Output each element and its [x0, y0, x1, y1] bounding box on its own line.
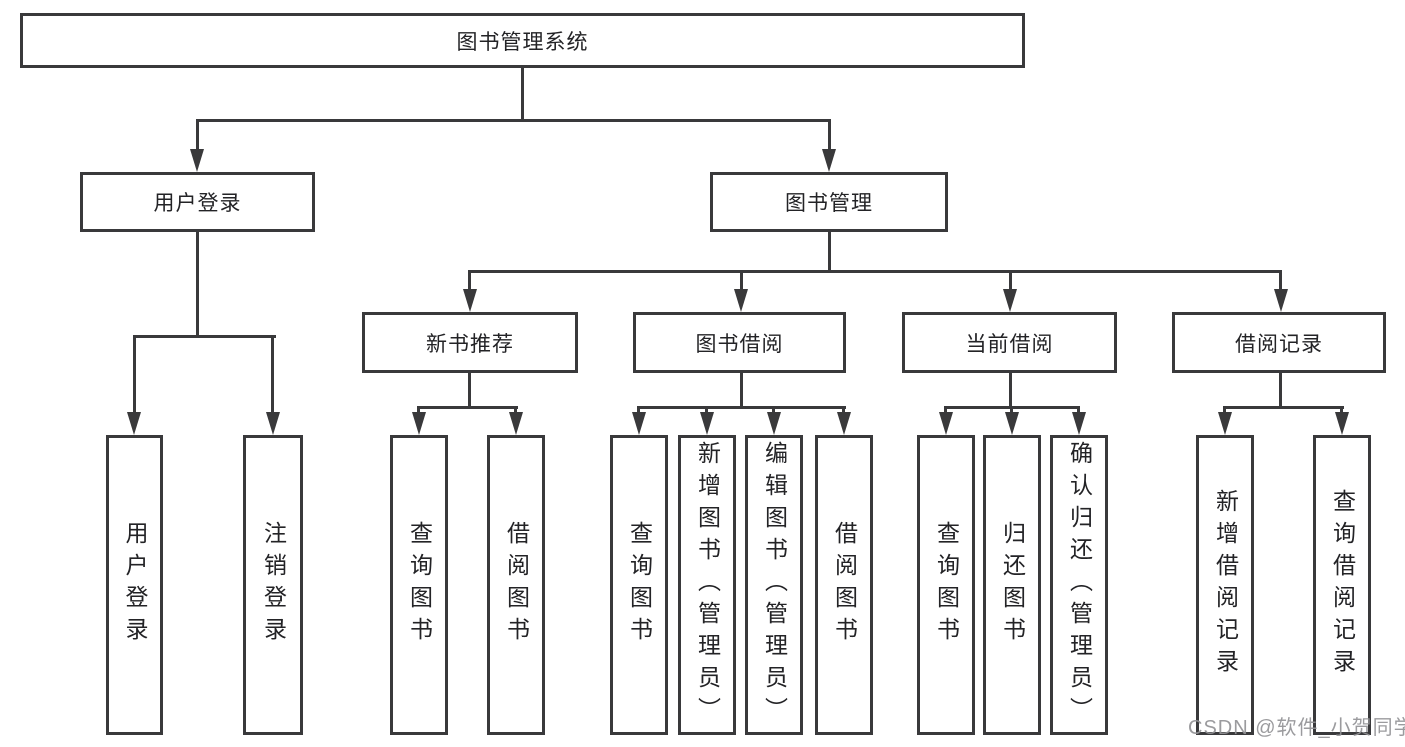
node-label: 图书借阅 [695, 332, 784, 356]
arrow-down-icon [837, 412, 851, 435]
connector-vline [514, 406, 517, 415]
connector-vline [133, 335, 136, 415]
connector-vline [196, 119, 199, 154]
connector-hline [637, 406, 846, 409]
connector-vline [1223, 406, 1226, 415]
connector-vline [772, 406, 775, 415]
node-label: 借阅记录 [1235, 332, 1323, 356]
arrow-down-icon [1274, 289, 1288, 312]
arrow-down-icon [1335, 412, 1349, 435]
connector-vline [468, 371, 471, 409]
node-current-borrowing: 当前借阅 [902, 312, 1117, 373]
leaf-query-books-recommend: 查询图书 [390, 435, 448, 735]
arrow-down-icon [939, 412, 953, 435]
node-new-book-recommendation: 新书推荐 [362, 312, 578, 373]
connector-vline [1279, 270, 1282, 292]
connector-vline [1009, 371, 1012, 409]
node-label: 新书推荐 [426, 332, 514, 356]
leaf-label: 注销登录 [260, 521, 287, 649]
leaf-query-books-current: 查询图书 [917, 435, 975, 735]
leaf-label: 编辑图书（管理员） [761, 441, 788, 729]
leaf-borrow-books-borrowing: 借阅图书 [815, 435, 873, 735]
arrow-down-icon [632, 412, 646, 435]
connector-vline [740, 371, 743, 409]
connector-hline [417, 406, 518, 409]
leaf-return-books: 归还图书 [983, 435, 1041, 735]
connector-vline [842, 406, 845, 415]
leaf-label: 用户登录 [122, 521, 148, 649]
node-label: 图书管理 [785, 192, 873, 215]
connector-hline [196, 119, 831, 122]
node-book-management: 图书管理 [710, 172, 948, 232]
leaf-label: 查询借阅记录 [1329, 489, 1356, 681]
connector-hline [1223, 406, 1344, 409]
connector-vline [1010, 406, 1013, 415]
connector-vline [828, 119, 831, 154]
arrow-down-icon [1003, 289, 1017, 312]
arrow-down-icon [266, 412, 280, 435]
node-label: 当前借阅 [965, 332, 1054, 356]
arrow-down-icon [1072, 412, 1086, 435]
arrow-down-icon [734, 289, 748, 312]
watermark: CSDN @软件_小贺同学 [1188, 717, 1405, 739]
connector-vline [944, 406, 947, 415]
arrow-down-icon [463, 289, 477, 312]
leaf-label: 借阅图书 [503, 521, 530, 649]
connector-vline [521, 66, 524, 121]
arrow-down-icon [1005, 412, 1019, 435]
leaf-label: 查询图书 [626, 521, 653, 649]
leaf-confirm-return-admin: 确认归还（管理员） [1050, 435, 1108, 735]
node-user-login: 用户登录 [80, 172, 315, 232]
node-book-borrowing: 图书借阅 [633, 312, 846, 373]
leaf-label: 新增图书（管理员） [694, 441, 721, 729]
connector-vline [705, 406, 708, 415]
connector-vline [1009, 270, 1012, 292]
leaf-edit-books-admin: 编辑图书（管理员） [745, 435, 803, 735]
connector-vline [417, 406, 420, 415]
leaf-query-books-borrowing: 查询图书 [610, 435, 668, 735]
node-label: 用户登录 [153, 192, 242, 215]
leaf-label: 归还图书 [999, 521, 1026, 649]
connector-vline [1340, 406, 1343, 415]
leaf-label: 查询图书 [406, 521, 433, 649]
connector-vline [637, 406, 640, 415]
connector-hline [133, 335, 276, 338]
leaf-user-login: 用户登录 [106, 435, 163, 735]
connector-vline [271, 335, 274, 415]
leaf-query-borrow-record: 查询借阅记录 [1313, 435, 1371, 735]
arrow-down-icon [190, 149, 204, 172]
node-label: 图书管理系统 [456, 30, 589, 54]
leaf-label: 查询图书 [933, 521, 960, 649]
connector-vline [196, 230, 199, 338]
connector-vline [828, 230, 831, 273]
connector-vline [1279, 371, 1282, 409]
connector-vline [740, 270, 743, 292]
arrow-down-icon [127, 412, 141, 435]
connector-vline [1077, 406, 1080, 415]
leaf-label: 新增借阅记录 [1212, 489, 1239, 681]
arrow-down-icon [700, 412, 714, 435]
leaf-add-books-admin: 新增图书（管理员） [678, 435, 736, 735]
leaf-borrow-books-recommend: 借阅图书 [487, 435, 545, 735]
leaf-add-borrow-record: 新增借阅记录 [1196, 435, 1254, 735]
leaf-label: 确认归还（管理员） [1066, 441, 1093, 729]
arrow-down-icon [822, 149, 836, 172]
connector-vline [468, 270, 471, 292]
node-library-system: 图书管理系统 [20, 13, 1025, 68]
connector-hline [468, 270, 1282, 273]
leaf-label: 借阅图书 [831, 521, 858, 649]
arrow-down-icon [767, 412, 781, 435]
leaf-logout: 注销登录 [243, 435, 303, 735]
node-borrowing-records: 借阅记录 [1172, 312, 1386, 373]
arrow-down-icon [412, 412, 426, 435]
arrow-down-icon [509, 412, 523, 435]
arrow-down-icon [1218, 412, 1232, 435]
